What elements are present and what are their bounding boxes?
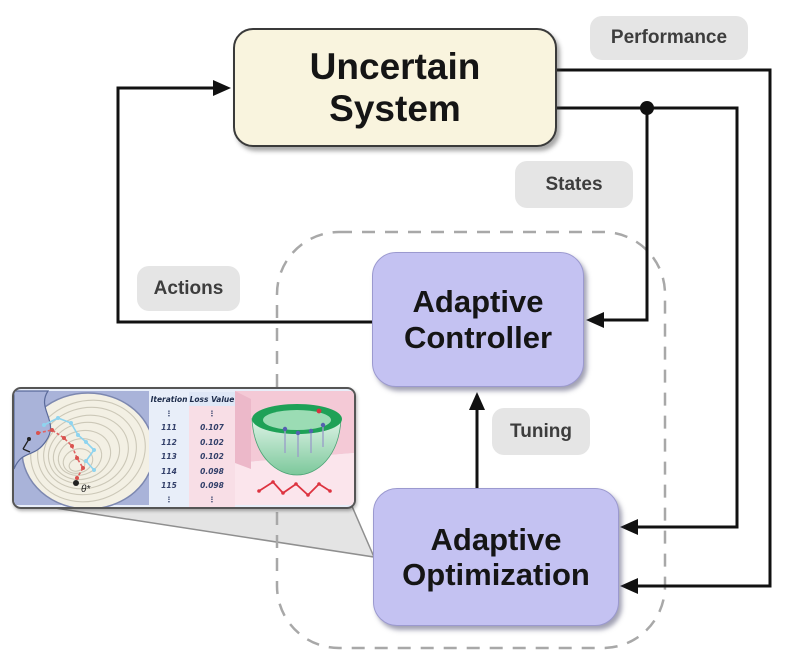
surface-search-dots <box>257 480 332 497</box>
uncertain-system-block: Uncertain System <box>233 28 557 147</box>
surface-left-wall <box>235 391 251 469</box>
actions-wire <box>116 86 372 324</box>
states-junction-dot <box>640 101 654 115</box>
optimizer-path-cyan <box>43 417 96 471</box>
loss-table-header: Iteration Loss Value <box>149 392 235 407</box>
optimizer-path-cyan-dots <box>42 416 96 472</box>
arrowhead-performance-into-optimization <box>620 578 638 594</box>
optimum-point <box>73 480 79 486</box>
table-row: 115 0.098 <box>149 478 235 493</box>
states-signal-label: States <box>515 161 633 208</box>
tuning-signal-label: Tuning <box>492 408 590 455</box>
iteration-header: Iteration <box>150 394 188 404</box>
current-loss-point <box>316 408 322 414</box>
actions-signal-label: Actions <box>137 266 240 311</box>
loss-bowl-inner <box>263 410 331 430</box>
loss-value-header: Loss Value <box>189 392 235 407</box>
contour-lines <box>30 399 146 503</box>
arrowhead-into-controller <box>586 312 604 328</box>
loss-table: Iteration Loss Value ⋮ ⋮ 111 0.107 112 0… <box>149 389 235 507</box>
sample-stems <box>284 425 324 457</box>
uncertain-system-label: Uncertain System <box>309 45 481 129</box>
table-row: 114 0.098 <box>149 463 235 479</box>
adaptive-group-outline <box>275 230 667 650</box>
contour-plot: θ* <box>14 390 149 507</box>
adaptive-controller-label: Adaptive Controller <box>403 284 553 355</box>
adaptive-optimization-block: Adaptive Optimization <box>373 488 619 626</box>
table-row: 112 0.102 <box>149 435 235 450</box>
performance-signal-label: Performance <box>590 16 748 60</box>
performance-wire <box>553 68 772 588</box>
arrowhead-tuning-into-controller <box>469 392 485 410</box>
states-branch-wire <box>602 108 649 322</box>
sample-points <box>282 422 326 436</box>
arrowhead-states-into-optimization <box>620 519 638 535</box>
start-point-marker <box>22 437 31 453</box>
adaptive-optimization-label: Adaptive Optimization <box>402 521 590 592</box>
arrowhead-into-system <box>213 80 231 96</box>
adaptive-controller-block: Adaptive Controller <box>372 252 584 387</box>
optimum-point-label: θ* <box>81 484 91 495</box>
table-row: 111 0.107 <box>149 420 235 436</box>
table-row: ⋮ ⋮ <box>149 406 235 421</box>
optimizer-path-red-dots <box>36 428 85 480</box>
table-row: 113 0.102 <box>149 449 235 464</box>
surface-floor <box>235 453 354 505</box>
optimization-inset: θ* Iteration Loss Value ⋮ ⋮ 111 0.107 11… <box>12 387 356 509</box>
table-row: ⋮ ⋮ <box>149 492 235 507</box>
loss-surface-plot <box>235 391 354 505</box>
